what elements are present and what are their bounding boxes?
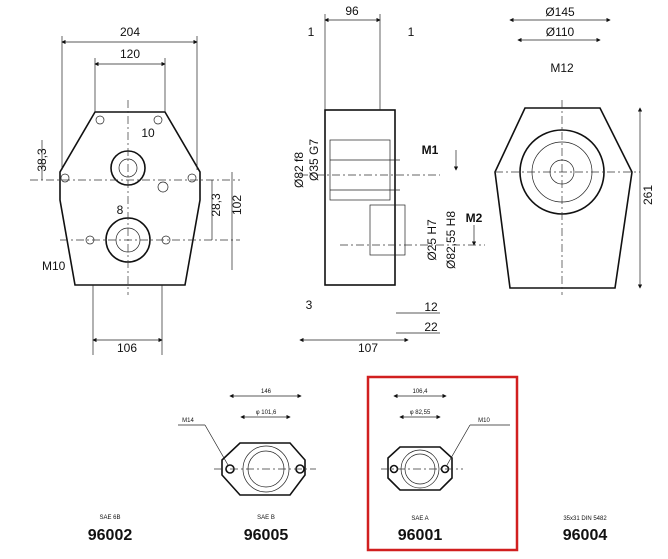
- dim-204: 204: [120, 25, 140, 39]
- dim-8: 8: [117, 203, 124, 217]
- flange-diameter: φ 82,55: [410, 410, 431, 416]
- dim-1-left: 1: [308, 25, 315, 39]
- dim-dia-145: Ø145: [545, 5, 575, 19]
- dim-10: 10: [141, 126, 155, 140]
- side-view: 96 1 1 Ø82 f8 Ø35 G7 M1 M2 Ø25 H7 Ø82,55…: [292, 4, 485, 355]
- flange-code: 96005: [244, 527, 289, 544]
- flange-standard: SAE 6B: [99, 515, 120, 521]
- marker-m1: M1: [422, 143, 439, 157]
- dim-dia-82-f8: Ø82 f8: [292, 152, 306, 188]
- dim-3: 3: [306, 298, 313, 312]
- dim-106: 106: [117, 341, 137, 355]
- flange-width: 146: [261, 389, 272, 395]
- dim-12: 12: [424, 300, 438, 314]
- rear-view: Ø145 Ø110 M12 261: [494, 5, 655, 295]
- marker-m2: M2: [466, 211, 483, 225]
- dim-dia-35-g7: Ø35 G7: [307, 139, 321, 181]
- dim-120: 120: [120, 47, 140, 61]
- flange-code: 96002: [88, 527, 133, 544]
- flange-diameter: φ 101,6: [256, 410, 277, 416]
- flange-width: 106,4: [412, 389, 428, 395]
- dim-dia-25-h7: Ø25 H7: [425, 219, 439, 261]
- flange-sae-a[interactable]: 106,4 φ 82,55 M10 SAE A 96001: [366, 375, 519, 552]
- dim-22: 22: [424, 320, 438, 334]
- front-view: 204 120 10 38,3 28,3 102 8 M10 106: [30, 25, 244, 355]
- dim-38-3: 38,3: [35, 148, 49, 172]
- dim-102: 102: [230, 195, 244, 215]
- thread-m10: M10: [42, 259, 66, 273]
- dim-dia-82-55-h8: Ø82,55 H8: [444, 211, 458, 269]
- flange-code: 96001: [398, 527, 443, 544]
- dim-1-right: 1: [408, 25, 415, 39]
- flange-din-5482[interactable]: 35x31 DIN 5482 96004: [563, 516, 608, 544]
- dim-dia-110: Ø110: [546, 25, 575, 39]
- flange-standard: SAE A: [411, 516, 428, 522]
- thread-m12: M12: [550, 61, 574, 75]
- dim-28-3: 28,3: [209, 193, 223, 217]
- dim-107: 107: [358, 341, 378, 355]
- dim-96: 96: [345, 4, 359, 18]
- flange-code: 96004: [563, 527, 608, 544]
- highlight-box: [366, 375, 519, 552]
- dim-261: 261: [641, 185, 655, 205]
- flange-sae-b[interactable]: 146 φ 101,6 M14 SAE B 96005: [178, 389, 316, 544]
- flange-thread: M14: [182, 418, 194, 424]
- flange-thread: M10: [478, 418, 490, 424]
- flange-standard: 35x31 DIN 5482: [563, 516, 607, 522]
- flange-sae-6b[interactable]: SAE 6B 96002: [88, 515, 133, 544]
- flange-standard: SAE B: [257, 515, 275, 521]
